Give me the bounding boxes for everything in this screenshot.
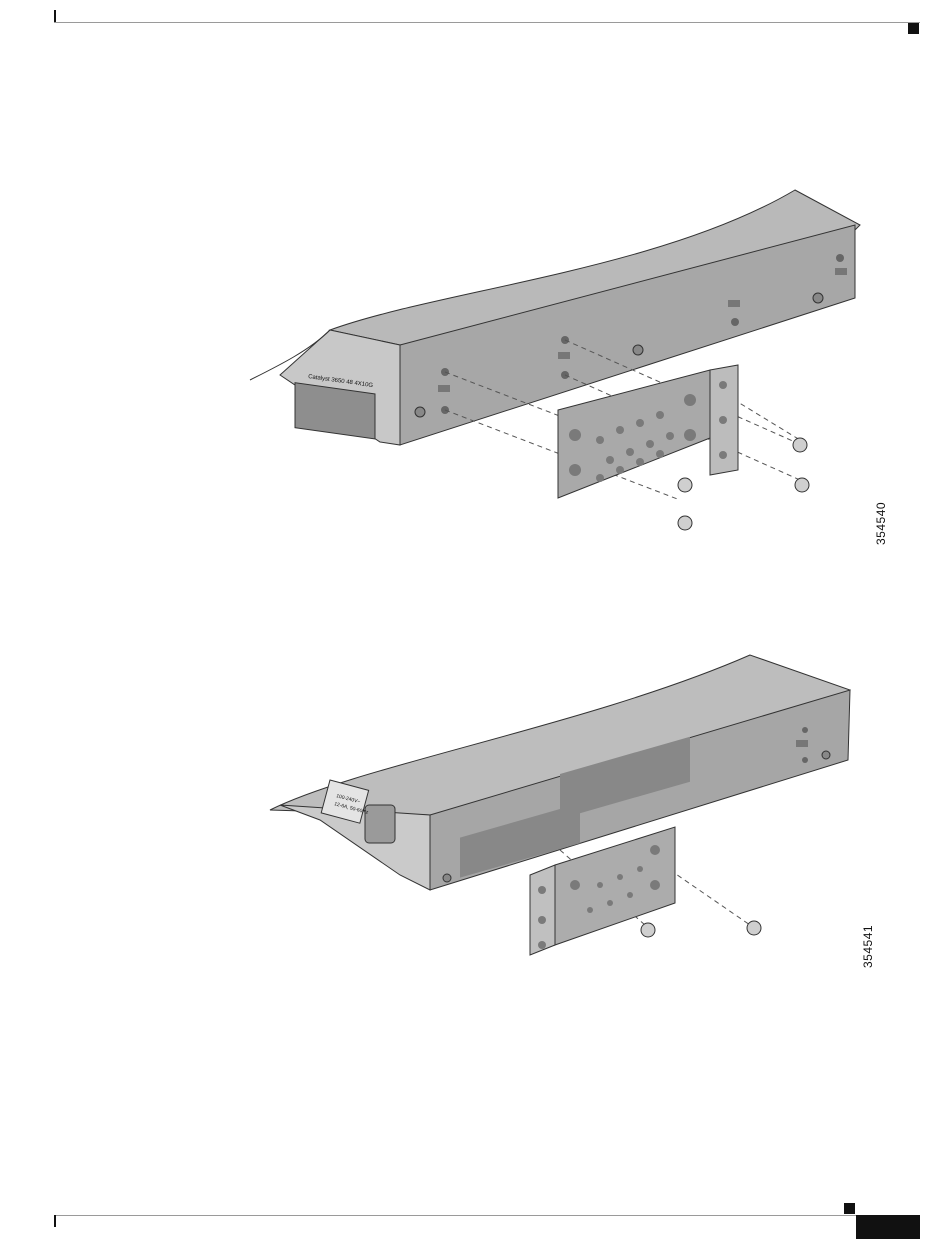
- power-inlet: [365, 805, 395, 843]
- header-square: [908, 23, 919, 34]
- header-rule: [54, 22, 920, 23]
- footer-tick: [54, 1215, 56, 1227]
- figure-number-2: 354541: [861, 925, 875, 968]
- screws: [678, 438, 809, 530]
- figure-rear-bracket-illustration: 100-240V~ 12-6A, 50-60Hz: [260, 645, 860, 975]
- header-tick: [54, 10, 56, 22]
- footer-page-tab: [856, 1215, 920, 1239]
- footer-square: [844, 1203, 855, 1214]
- footer-rule: [54, 1215, 920, 1216]
- screws-2: [641, 921, 761, 937]
- figure-front-bracket-illustration: Catalyst 3650 48 4X10G: [240, 180, 880, 560]
- figure-number-1: 354540: [874, 502, 888, 545]
